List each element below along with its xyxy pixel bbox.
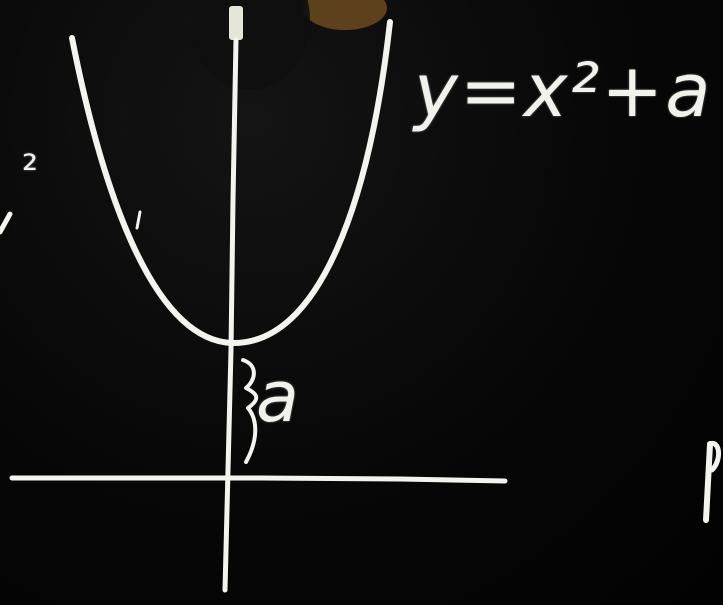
arm-shadow	[190, 0, 310, 90]
chalk-stick	[229, 6, 243, 40]
x-axis	[9, 475, 508, 484]
parabola-curve	[69, 19, 393, 347]
offset-brace	[241, 358, 259, 464]
hand-blur	[303, 0, 387, 30]
equation-label: y=x²+a	[414, 48, 713, 134]
partial-superscript: ²	[22, 147, 39, 193]
offset-label: a	[256, 356, 299, 438]
stray-mark	[135, 210, 142, 230]
partial-right-hook	[707, 441, 721, 473]
y-axis	[222, 37, 239, 593]
partial-left-stroke	[0, 211, 13, 235]
partial-right-stroke	[703, 441, 713, 523]
